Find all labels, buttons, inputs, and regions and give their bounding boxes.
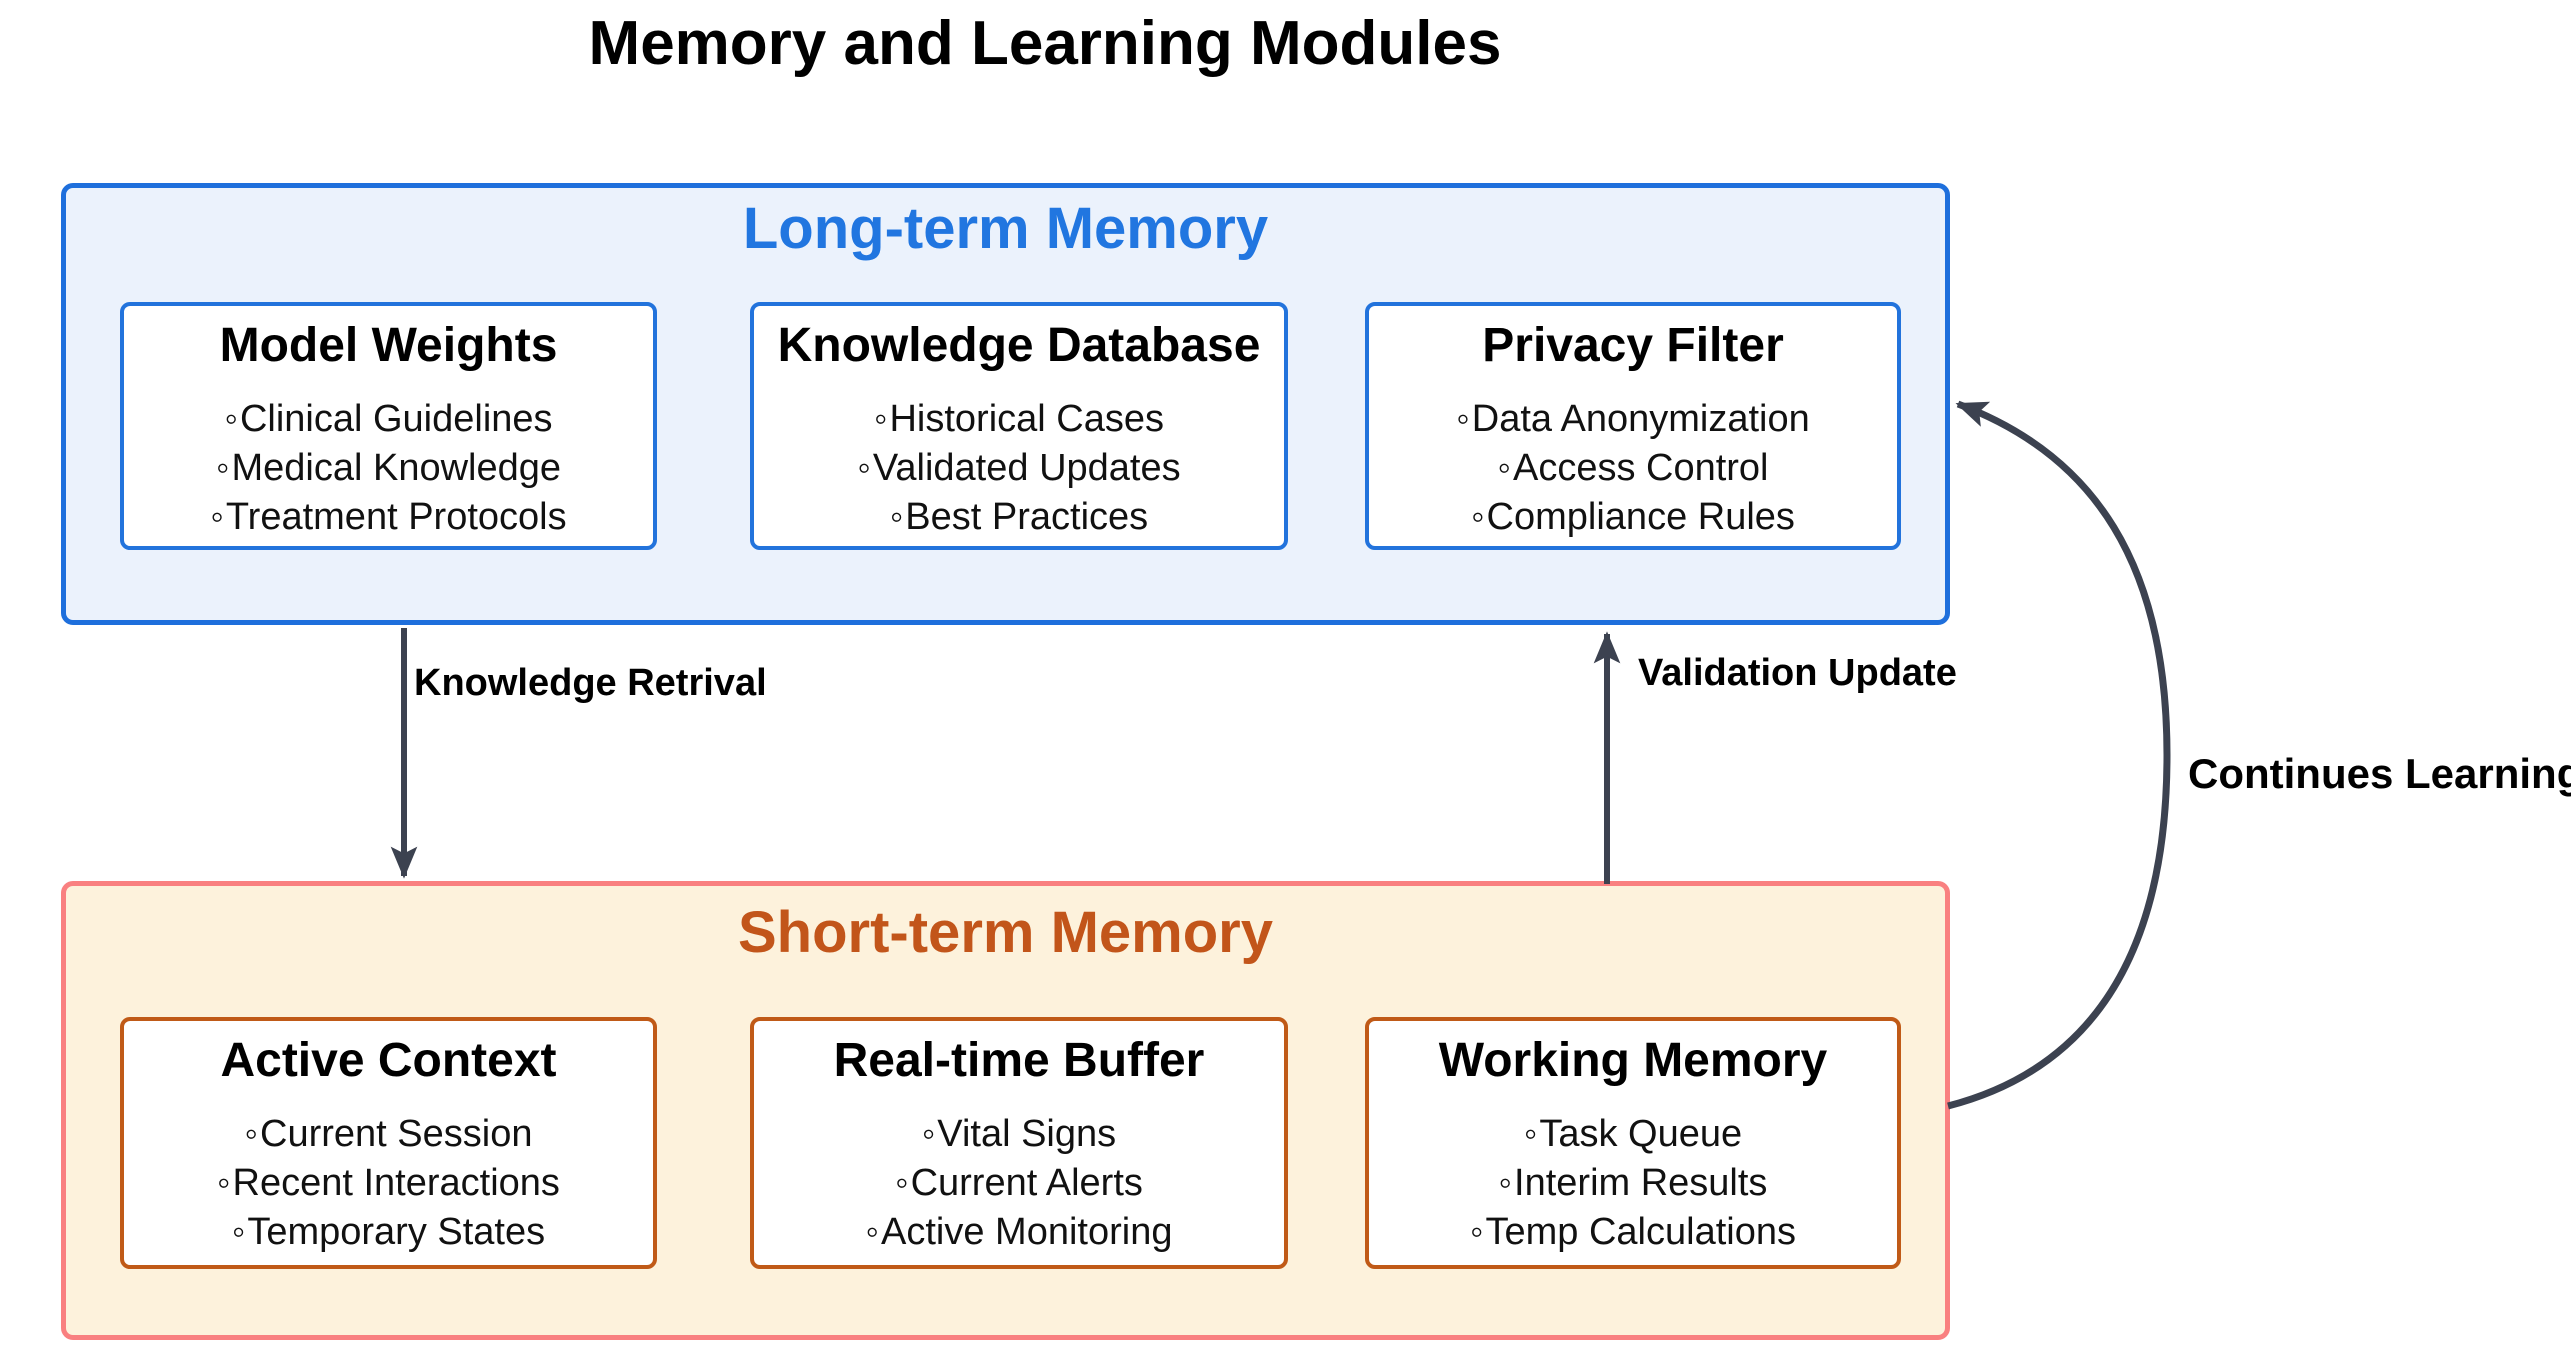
list-item: ◦Clinical Guidelines [224,395,552,444]
list-item-text: Best Practices [905,496,1149,539]
list-item-text: Recent Interactions [232,1162,560,1205]
list-item-text: Validated Updates [872,447,1181,490]
list-item-text: Task Queue [1539,1113,1743,1156]
card-working-memory: Working Memory ◦Task Queue ◦Interim Resu… [1365,1017,1901,1269]
card-item-list: ◦Vital Signs ◦Current Alerts ◦Active Mon… [866,1110,1173,1257]
list-item: ◦Access Control [1497,444,1768,493]
list-item: ◦Data Anonymization [1456,395,1809,444]
list-item: ◦Validated Updates [857,444,1180,493]
long-term-memory-container: Long-term Memory Model Weights ◦Clinical… [61,183,1950,625]
list-item-text: Interim Results [1514,1162,1768,1205]
card-title: Knowledge Database [777,319,1261,372]
continues-learning-arrow [1947,400,2171,1110]
list-item: ◦Interim Results [1499,1159,1768,1208]
list-item-text: Compliance Rules [1486,496,1795,539]
list-item: ◦Best Practices [890,493,1148,542]
continues-learning-label: Continues Learning [2188,750,2571,797]
card-title: Working Memory [1438,1034,1828,1087]
list-item: ◦Temp Calculations [1470,1208,1796,1257]
card-item-list: ◦Task Queue ◦Interim Results ◦Temp Calcu… [1470,1110,1796,1257]
list-item: ◦Treatment Protocols [210,493,566,542]
list-item-text: Active Monitoring [881,1211,1173,1254]
list-item-text: Temporary States [247,1211,546,1254]
bullet-icon: ◦ [231,1211,246,1254]
card-privacy-filter: Privacy Filter ◦Data Anonymization ◦Acce… [1365,302,1901,550]
bullet-icon: ◦ [889,496,904,539]
bullet-icon: ◦ [244,1113,258,1156]
validation-update-label: Validation Update [1638,652,1957,694]
bullet-icon: ◦ [857,447,871,490]
bullet-icon: ◦ [1523,1113,1538,1156]
list-item: ◦Task Queue [1524,1110,1742,1159]
bullet-icon: ◦ [921,1113,936,1156]
bullet-icon: ◦ [1471,496,1485,539]
card-title: Active Context [220,1034,557,1087]
bullet-icon: ◦ [865,1211,879,1254]
list-item-text: Temp Calculations [1485,1211,1796,1254]
long-term-memory-heading: Long-term Memory [742,196,1269,261]
card-item-list: ◦Clinical Guidelines ◦Medical Knowledge … [210,395,566,542]
list-item-text: Vital Signs [937,1113,1117,1156]
bullet-icon: ◦ [215,447,230,490]
bullet-icon: ◦ [224,398,238,441]
bullet-icon: ◦ [1497,447,1511,490]
card-real-time-buffer: Real-time Buffer ◦Vital Signs ◦Current A… [750,1017,1288,1269]
bullet-icon: ◦ [895,1162,909,1205]
card-title: Model Weights [219,319,558,372]
card-active-context: Active Context ◦Current Session ◦Recent … [120,1017,657,1269]
page-title: Memory and Learning Modules [588,9,1502,78]
list-item-text: Medical Knowledge [231,447,561,490]
card-title: Real-time Buffer [833,1034,1205,1087]
short-term-memory-heading: Short-term Memory [738,900,1273,965]
list-item: ◦Temporary States [232,1208,545,1257]
card-title: Privacy Filter [1482,319,1784,372]
short-term-memory-container: Short-term Memory Active Context ◦Curren… [61,881,1950,1340]
bullet-icon: ◦ [873,398,888,441]
list-item: ◦Current Alerts [895,1159,1143,1208]
list-item: ◦Recent Interactions [217,1159,560,1208]
list-item: ◦Historical Cases [874,395,1164,444]
list-item-text: Data Anonymization [1471,398,1810,441]
card-knowledge-database: Knowledge Database ◦Historical Cases ◦Va… [750,302,1288,550]
card-item-list: ◦Data Anonymization ◦Access Control ◦Com… [1456,395,1809,542]
list-item-text: Current Session [260,1113,533,1156]
list-item: ◦Active Monitoring [866,1208,1173,1257]
list-item: ◦Vital Signs [922,1110,1116,1159]
bullet-icon: ◦ [1498,1162,1513,1205]
bullet-icon: ◦ [217,1162,231,1205]
card-item-list: ◦Historical Cases ◦Validated Updates ◦Be… [857,395,1180,542]
list-item-text: Access Control [1512,447,1769,490]
list-item-text: Current Alerts [910,1162,1143,1205]
list-item-text: Historical Cases [889,398,1164,441]
list-item-text: Treatment Protocols [225,496,567,539]
knowledge-retrieval-label: Knowledge Retrival [414,662,767,704]
list-item-text: Clinical Guidelines [239,398,553,441]
bullet-icon: ◦ [210,496,224,539]
list-item: ◦Current Session [245,1110,533,1159]
list-item: ◦Compliance Rules [1471,493,1795,542]
bullet-icon: ◦ [1456,398,1470,441]
bullet-icon: ◦ [1470,1211,1484,1254]
list-item: ◦Medical Knowledge [216,444,561,493]
card-item-list: ◦Current Session ◦Recent Interactions ◦T… [217,1110,560,1257]
card-model-weights: Model Weights ◦Clinical Guidelines ◦Medi… [120,302,657,550]
